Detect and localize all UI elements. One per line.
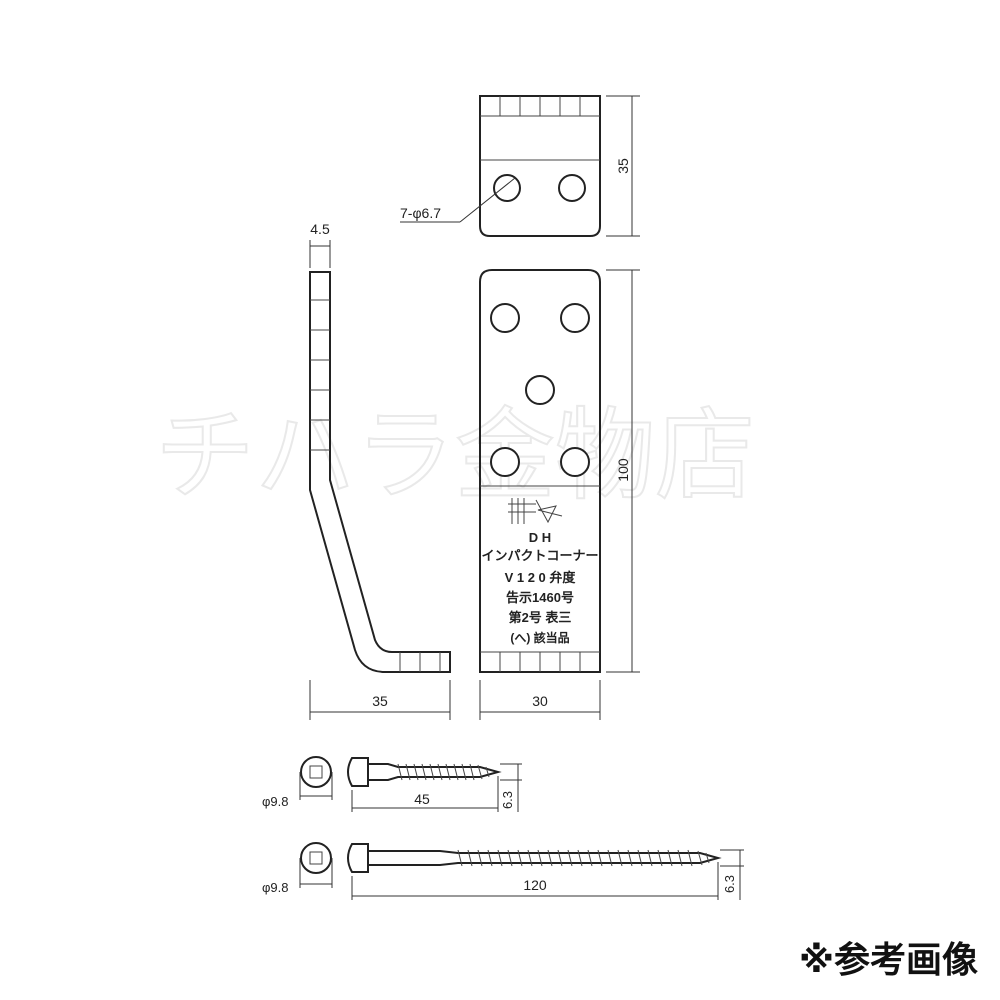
- leg-width-dim: 35: [372, 693, 388, 709]
- hole: [490, 303, 520, 333]
- hole: [560, 447, 590, 477]
- hole: [525, 375, 555, 405]
- long-screw: φ9.8 120 6.3: [262, 842, 744, 900]
- hole: [490, 447, 520, 477]
- stamp-line1: D H: [529, 530, 551, 545]
- long-screw-thread-dim: 6.3: [722, 875, 737, 893]
- thickness-dim: 4.5: [310, 221, 330, 237]
- bracket-width-dim: 30: [532, 693, 548, 709]
- stamp-line3: V 1 2 0 弁度: [505, 570, 577, 585]
- top-plate: 7-φ6.7 35: [400, 95, 640, 237]
- maker-logo: [508, 498, 563, 524]
- short-screw: φ9.8 45 6.3: [262, 756, 522, 812]
- long-screw-head-dim: φ9.8: [262, 880, 289, 895]
- top-height-dim: 35: [615, 158, 631, 174]
- watermark: チハラ金物店: [155, 397, 755, 514]
- short-screw-head-dim: φ9.8: [262, 794, 289, 809]
- main-plate: D H インパクトコーナー V 1 2 0 弁度 告示1460号 第2号 表三 …: [479, 269, 640, 720]
- short-screw-length-dim: 45: [414, 791, 430, 807]
- stamp-line6: (へ) 該当品: [510, 630, 569, 645]
- hole-spec: 7-φ6.7: [400, 205, 441, 221]
- stamp-line5: 第2号 表三: [509, 610, 572, 625]
- hole: [560, 303, 590, 333]
- hole: [493, 174, 521, 202]
- long-screw-length-dim: 120: [523, 877, 547, 893]
- stamp-line4: 告示1460号: [506, 590, 574, 605]
- stamp-line2: インパクトコーナー: [481, 548, 598, 563]
- reference-image-note: ※参考画像: [799, 940, 978, 981]
- body-height-dim: 100: [615, 458, 631, 482]
- side-profile: 4.5 35: [309, 221, 451, 720]
- short-screw-thread-dim: 6.3: [500, 791, 515, 809]
- hole: [558, 174, 586, 202]
